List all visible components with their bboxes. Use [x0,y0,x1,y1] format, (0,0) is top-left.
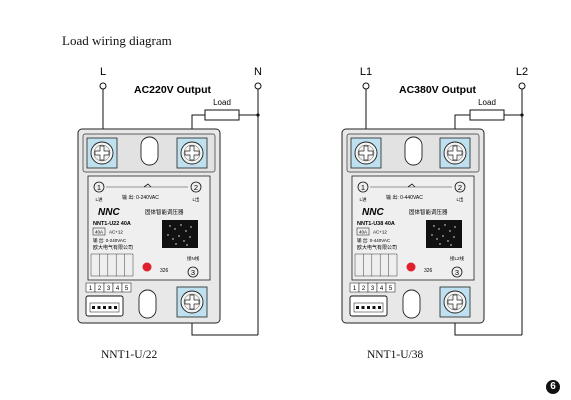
left-module: L N AC220V Output Load 1 L进 输 出: 0-240VA… [77,66,262,336]
left-brand-logo: NNC [98,207,120,218]
svg-text:L进: L进 [95,196,103,203]
left-model-caption: NNT1-U/22 [101,349,158,361]
right-mount-slot-bottom [402,289,421,319]
svg-text:2: 2 [194,183,198,192]
right-load-label: Load [478,98,496,107]
svg-text:2: 2 [98,286,102,292]
svg-text:L出: L出 [192,196,200,203]
svg-text:326: 326 [160,268,169,274]
svg-text:接L2线: 接L2线 [450,255,465,262]
svg-text:2: 2 [458,183,462,192]
page-title: Load wiring diagram [62,33,172,48]
svg-text:1: 1 [89,286,93,292]
svg-text:NNT1-U22 40A: NNT1-U22 40A [93,221,131,227]
svg-text:5: 5 [125,286,129,292]
left-line-terminal [99,82,107,90]
svg-text:欧大电气有限公司: 欧大电气有限公司 [357,244,397,251]
right-brand-logo: NNC [362,207,384,218]
svg-text:L出: L出 [456,196,464,203]
left-display [162,220,198,248]
svg-text:接N线: 接N线 [187,255,200,262]
left-mount-slot-bottom [138,289,157,319]
right-neutral-terminal [518,82,526,90]
svg-text:L进: L进 [359,196,367,203]
right-pin-labels: 1 2 3 4 5 [349,282,396,293]
svg-text:输 出: 0-440VAC: 输 出: 0-440VAC [357,237,391,244]
svg-text:1: 1 [97,183,101,192]
svg-text:2: 2 [362,286,366,292]
right-mount-slot [404,136,423,166]
svg-text:5: 5 [389,286,393,292]
svg-text:40A: 40A [95,230,103,235]
svg-text:AC+12: AC+12 [109,230,123,235]
left-pin-labels: 1 2 3 4 5 [85,282,132,293]
svg-text:1: 1 [361,183,365,192]
svg-text:3: 3 [455,268,459,277]
left-status-led [142,262,152,272]
left-screw-1 [86,137,118,169]
left-load-resistor [204,109,240,121]
right-status-led [406,262,416,272]
svg-text:4: 4 [380,286,384,292]
right-screw-1 [350,137,382,169]
right-module: L1 L2 AC380V Output Load 1 L进 输 出: 0-440… [341,66,528,336]
right-screw-3 [439,286,471,318]
page-number-badge: 6 [546,380,560,394]
left-neutral-label: N [254,66,262,78]
svg-text:NNT1-U38 40A: NNT1-U38 40A [357,221,395,227]
left-output-label: AC220V Output [134,84,212,96]
left-load-label: Load [213,98,231,107]
left-line-label: L [100,66,106,78]
svg-text:326: 326 [424,268,433,274]
svg-text:3: 3 [107,286,111,292]
left-screw-3 [176,286,208,318]
svg-text:40A: 40A [359,230,367,235]
svg-text:输 出: 0-240VAC: 输 出: 0-240VAC [93,237,127,244]
right-load-resistor [469,109,505,121]
left-neutral-terminal [254,82,262,90]
svg-text:固体智能调压器: 固体智能调压器 [145,208,184,216]
svg-text:3: 3 [191,268,195,277]
right-line-terminal [362,82,370,90]
svg-text:输 出: 0-240VAC: 输 出: 0-240VAC [122,194,159,201]
left-mount-slot [140,136,159,166]
right-line-label: L1 [360,66,372,78]
right-neutral-label: L2 [516,66,528,78]
svg-text:1: 1 [353,286,357,292]
svg-text:输 出: 0-440VAC: 输 出: 0-440VAC [386,194,423,201]
svg-text:固体智能调压器: 固体智能调压器 [409,208,448,216]
svg-text:欧大电气有限公司: 欧大电气有限公司 [93,244,133,251]
svg-text:4: 4 [116,286,120,292]
svg-text:AC+12: AC+12 [373,230,387,235]
right-screw-2 [439,137,471,169]
right-display [426,220,462,248]
left-screw-2 [176,137,208,169]
right-output-label: AC380V Output [399,84,477,96]
right-model-caption: NNT1-U/38 [367,349,424,361]
svg-text:3: 3 [371,286,375,292]
